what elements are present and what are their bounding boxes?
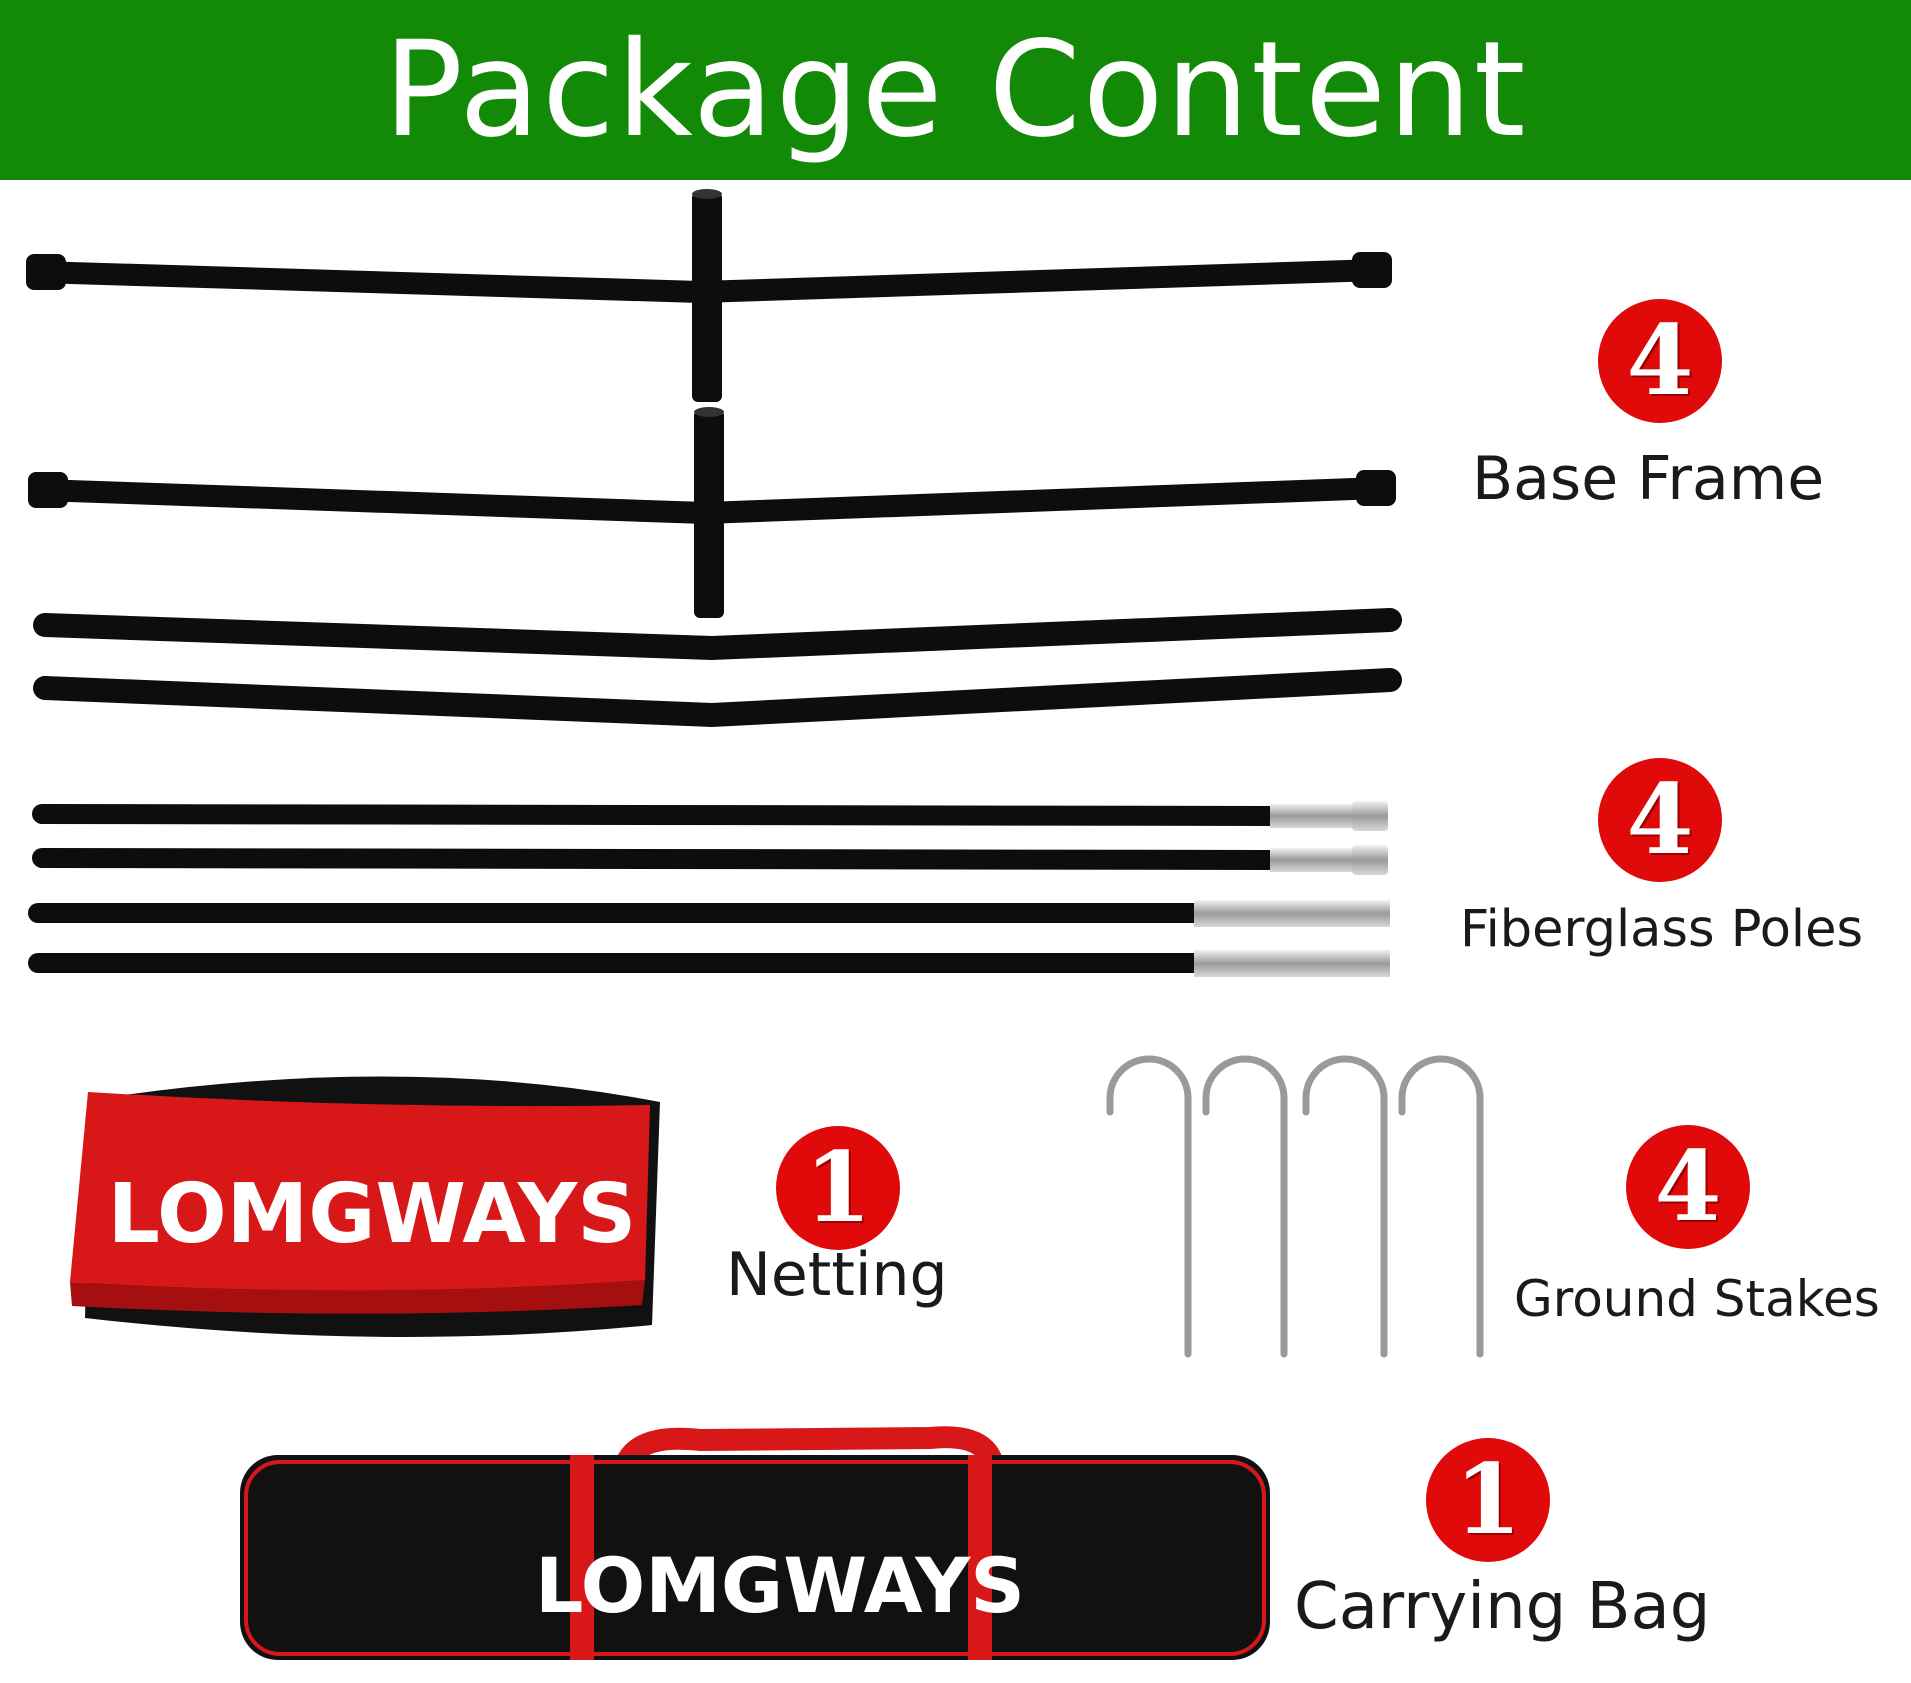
ground-stake-parts — [1106, 1055, 1484, 1358]
label-carrying-bag: Carrying Bag — [1294, 1570, 1711, 1644]
netting-bundle — [70, 1076, 660, 1337]
label-ground-stakes: Ground Stakes — [1514, 1270, 1880, 1328]
label-fiberglass-poles: Fiberglass Poles — [1460, 900, 1864, 959]
label-netting: Netting — [726, 1240, 948, 1310]
count-badge-ground-stakes: 4 — [1626, 1125, 1750, 1249]
base-frame-parts — [26, 189, 1402, 728]
count-badge-netting: 1 — [776, 1126, 900, 1250]
count-badge-carrying-bag: 1 — [1426, 1438, 1550, 1562]
page-title: Package Content — [383, 13, 1528, 167]
netting-brand-text: LOMGWAYS — [108, 1167, 637, 1262]
label-base-frame: Base Frame — [1472, 444, 1825, 514]
bag-brand-text: LOMGWAYS — [535, 1541, 1025, 1630]
title-banner: Package Content — [0, 0, 1911, 180]
count-badge-base-frame: 4 — [1598, 299, 1722, 423]
count-badge-fiberglass-poles: 4 — [1598, 758, 1722, 882]
product-illustration: LOMGWAYS LOMGWAYS — [26, 189, 1484, 1660]
carrying-bag — [240, 1426, 1270, 1660]
fiberglass-pole-parts — [28, 801, 1390, 977]
